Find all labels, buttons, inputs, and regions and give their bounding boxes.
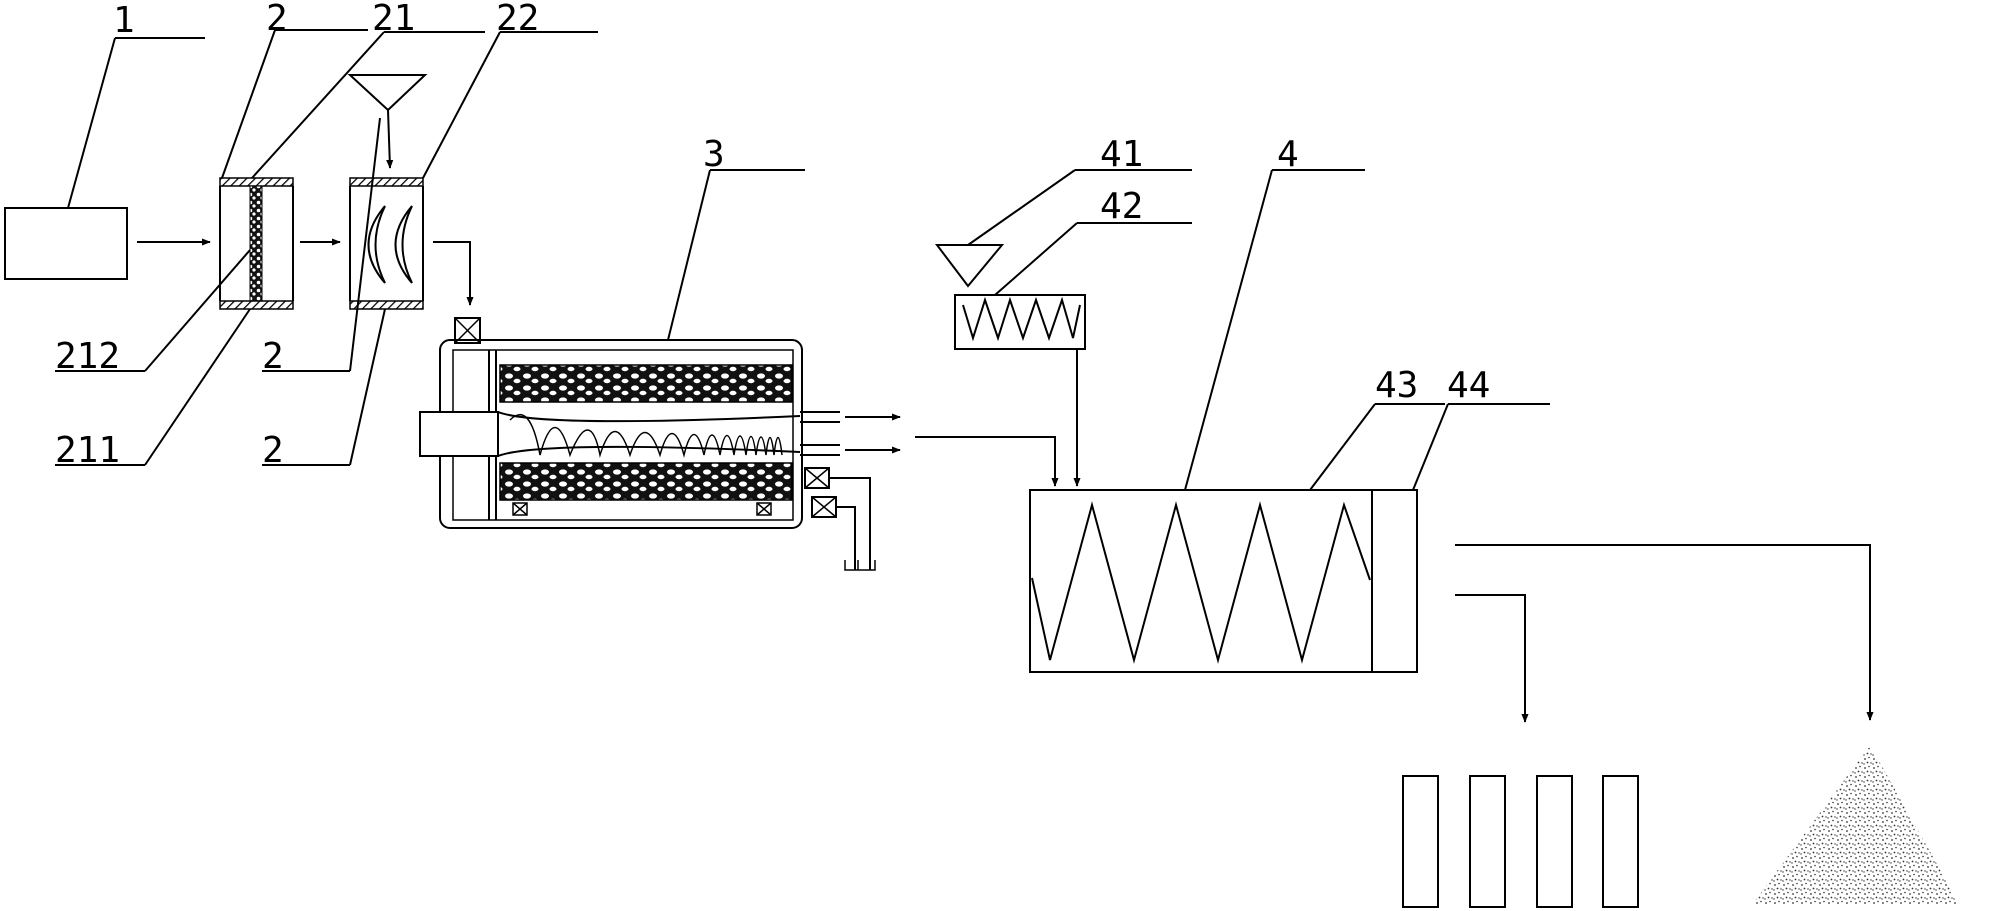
leader-2a [221,29,276,179]
arrow-4-to-pile [1455,544,1874,721]
label-2c: 2 [262,430,284,471]
label-42: 42 [1100,186,1143,227]
arrow-3-to-4 [915,436,1059,487]
label-43: 43 [1375,365,1418,406]
unit-21-screen [219,177,294,310]
leader-21 [251,31,385,179]
unit-3-reactor [419,317,876,571]
label-2b: 2 [262,336,284,377]
label-22: 22 [496,0,539,39]
hopper-41-icon [934,244,1005,288]
leader-2c [349,308,386,466]
label-211: 211 [55,430,120,471]
label-212: 212 [55,336,120,377]
leader-211 [144,308,251,466]
outlet-valves-icon [804,467,876,571]
unit-1-box [4,37,205,280]
feeder-42-screw [954,294,1086,350]
leader-42 [994,222,1078,296]
leader-43 [1309,403,1376,491]
valve-top-icon [454,317,481,344]
leader-2b [349,117,381,372]
unit-4-mixer [1029,489,1418,673]
label-3: 3 [703,134,725,175]
leader-41 [967,169,1076,246]
arrow-4-to-blocks [1455,594,1529,723]
granular-pile [1752,745,1960,905]
leader-3 [667,169,711,341]
product-blocks [1402,775,1639,908]
valve-small-icons [512,502,772,516]
label-41: 41 [1100,134,1143,175]
leader-212 [144,249,251,372]
label-4: 4 [1277,134,1299,175]
leader-22 [422,31,501,179]
leader-4 [1184,169,1273,491]
label-1: 1 [113,0,135,41]
label-44: 44 [1447,365,1490,406]
label-21: 21 [372,0,415,39]
label-2a: 2 [266,0,288,39]
hopper-22-icon [347,74,428,169]
arrow-22-to-3 [433,241,474,306]
unit-22-separator [349,177,424,310]
leader-44 [1412,403,1449,491]
